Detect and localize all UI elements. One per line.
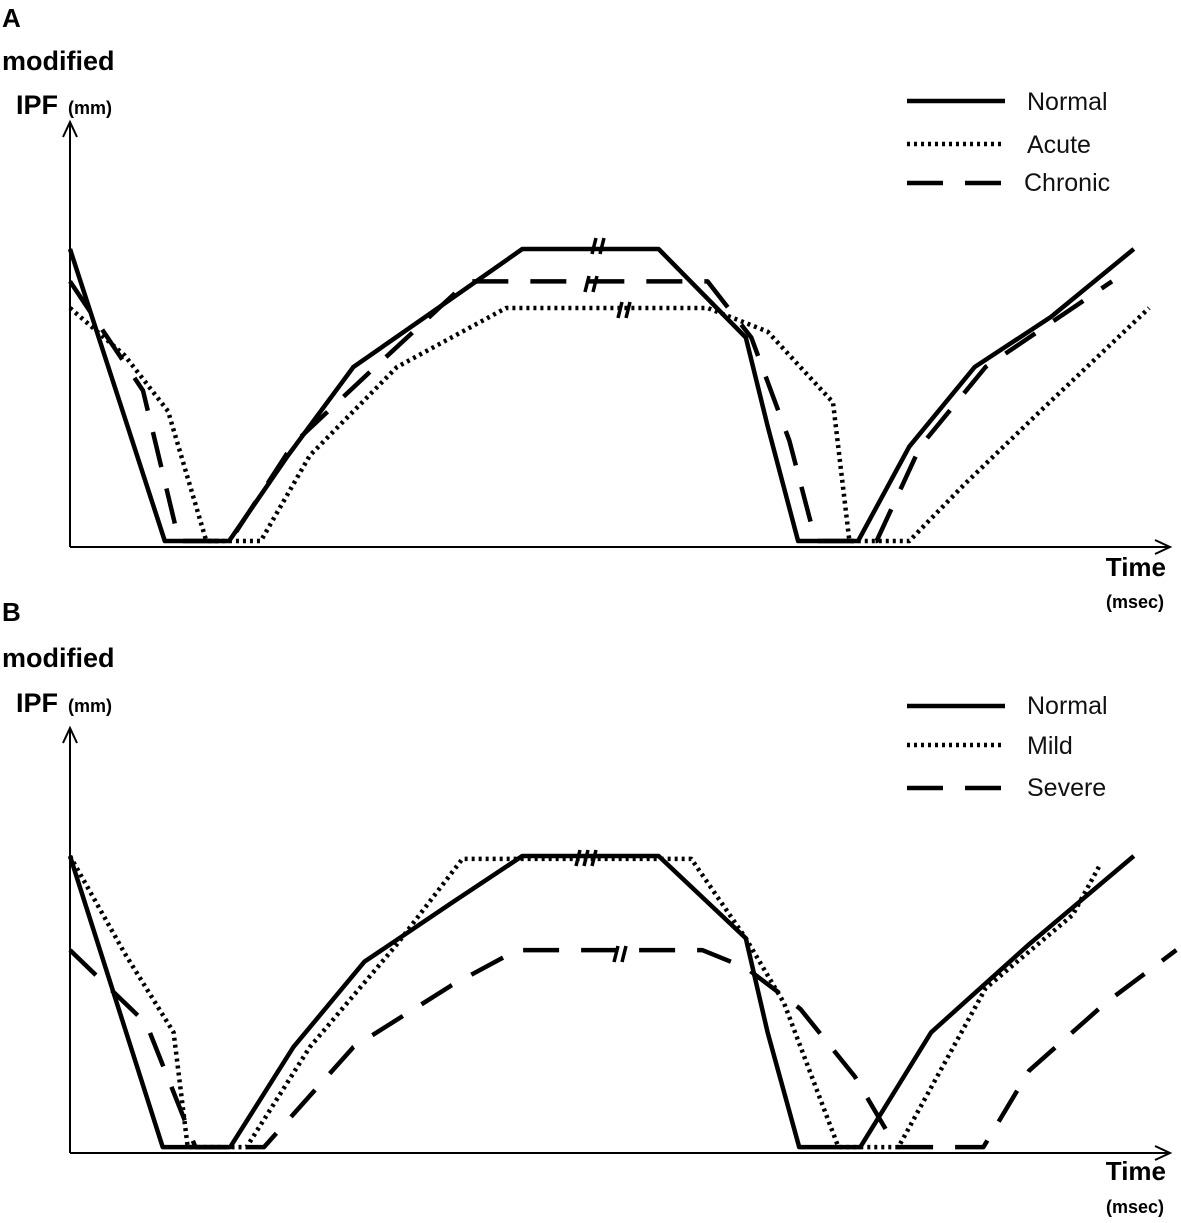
panel-b-legend-label-severe: Severe [1027, 774, 1106, 802]
panel-a-series [67, 246, 1151, 544]
panel-a-ylabel-line2: IPF [16, 90, 58, 120]
panel-a-ylabel-line1: modified [2, 46, 115, 76]
panel-b-legend-label-normal: Normal [1027, 692, 1108, 720]
panel-b-ylabel-line2: IPF [16, 688, 58, 718]
panel-b-series-normal-line [67, 853, 1136, 1150]
panel-b-legend-label-mild: Mild [1027, 732, 1073, 760]
panel-b-xlabel-unit: (msec) [1106, 1197, 1164, 1217]
panel-b-series [67, 853, 1178, 1150]
panel-a-xlabel-unit: (msec) [1106, 592, 1164, 612]
panel-b-ylabel-unit: (mm) [68, 696, 112, 716]
panel-a-legend: Normal Acute Chronic [907, 88, 1110, 197]
panel-a-series-normal-line [67, 246, 1136, 544]
panel-a-ylabel-unit: (mm) [68, 98, 112, 118]
panel-b-y-axis-arrow [62, 725, 78, 744]
panel-b-xlabel: Time [1106, 1156, 1166, 1186]
panel-b-series-severe-line [68, 947, 1178, 1150]
panel-a-axis-break-marks [583, 237, 632, 319]
panel-a-legend-label-chronic: Chronic [1024, 169, 1110, 197]
panel-b-legend: Normal Mild Severe [907, 692, 1108, 802]
panel-a: A modified IPF (mm) Time (msec) Normal A… [2, 3, 1173, 612]
panel-a-xlabel: Time [1106, 552, 1166, 582]
panel-a-series-acute-line [68, 305, 1151, 544]
panel-b: B modified IPF (mm) Time (msec) Normal M… [2, 597, 1178, 1217]
panel-b-label: B [2, 597, 21, 627]
panel-a-y-axis-arrow [62, 119, 78, 138]
panel-b-series-mild-line [68, 854, 1102, 1150]
panel-a-series-chronic-line [68, 279, 1114, 544]
panel-b-ylabel-line1: modified [2, 643, 115, 673]
panel-a-legend-label-acute: Acute [1027, 131, 1091, 159]
panel-a-label: A [2, 3, 21, 33]
panel-a-x-axis-arrow [1154, 539, 1173, 555]
panel-b-x-axis-arrow [1154, 1145, 1173, 1161]
panel-a-legend-label-normal: Normal [1027, 88, 1108, 116]
panel-b-axis-break-marks [574, 849, 628, 963]
